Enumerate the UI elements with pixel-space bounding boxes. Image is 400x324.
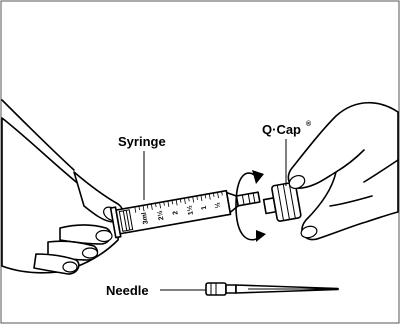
grad-2-5: 2½ — [156, 210, 166, 221]
needle-label: Needle — [106, 283, 149, 298]
right-hand — [287, 103, 398, 240]
qcap-label: Q·Cap — [262, 122, 301, 137]
syringe-label: Syringe — [118, 134, 166, 149]
left-hand — [2, 100, 123, 274]
grad-1-5: 1½ — [185, 205, 195, 216]
qcap-registered-mark: ® — [306, 120, 312, 128]
needle — [206, 283, 338, 295]
